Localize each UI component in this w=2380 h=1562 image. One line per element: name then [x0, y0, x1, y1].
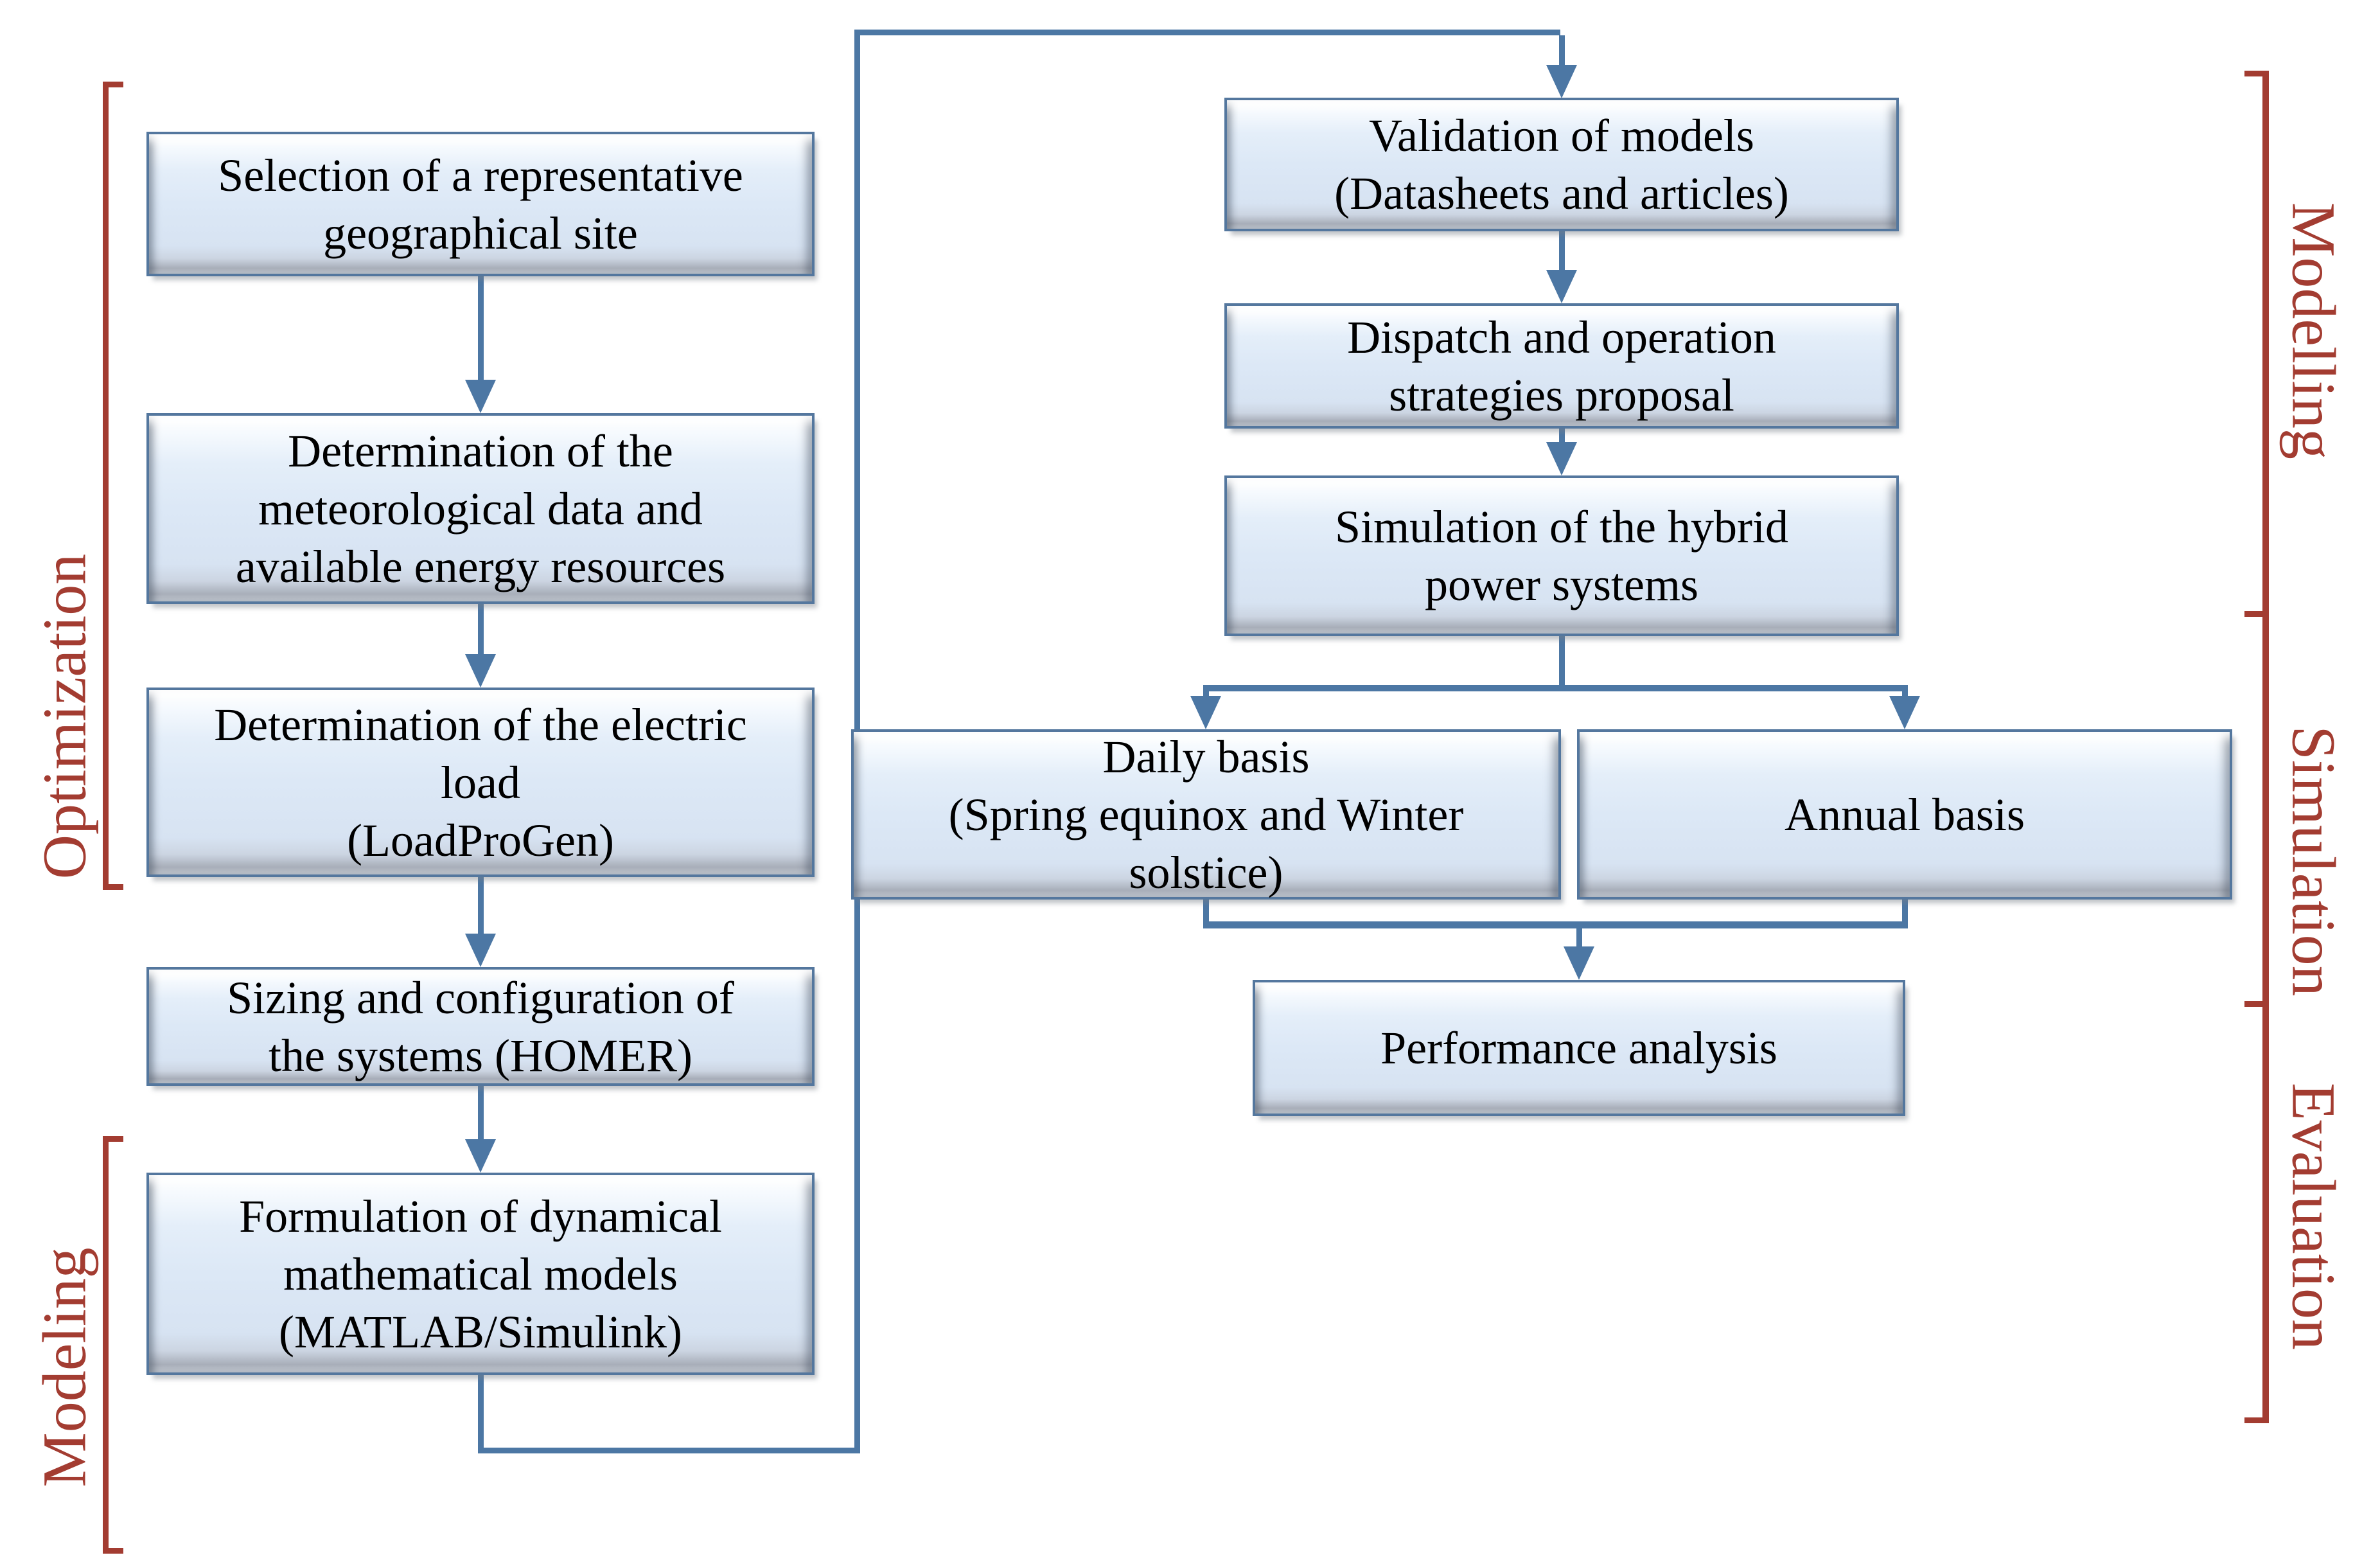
arrowhead-l2-l3 [465, 654, 496, 688]
arrow-shaft-l2-l3 [478, 603, 484, 657]
bracket-modeling-vertical [103, 1136, 109, 1554]
flow-box-sizing-configuration-text: Sizing and configuration of the systems … [227, 972, 734, 1081]
bracket-modeling-tick-bottom [103, 1548, 123, 1554]
arrow-shaft-r1-r2 [1559, 230, 1565, 272]
arrow-shaft-r2-r3 [1559, 427, 1565, 447]
flow-box-validation-models: Validation of models (Datasheets and art… [1224, 98, 1899, 231]
bracket-right-tick-divider-2 [2244, 1001, 2262, 1007]
bracket-optimization-tick-bottom [103, 884, 123, 890]
bracket-right-tick-divider-1 [2244, 611, 2262, 617]
bracket-modeling-label: Modeling [30, 1247, 99, 1487]
connector-top-drop-shaft [1559, 35, 1565, 69]
split-stem [1559, 634, 1565, 688]
flow-box-validation-models-text: Validation of models (Datasheets and art… [1334, 110, 1789, 219]
flow-box-sizing-configuration: Sizing and configuration of the systems … [146, 967, 815, 1086]
arrow-shaft-l3-l4 [478, 876, 484, 936]
arrowhead-into-validation [1546, 65, 1577, 98]
flow-box-dynamical-models: Formulation of dynamical mathematical mo… [146, 1173, 815, 1375]
arrowhead-annual [1889, 696, 1920, 729]
flow-box-selection-site: Selection of a representative geographic… [146, 132, 815, 276]
flow-box-annual-basis-text: Annual basis [1785, 788, 2025, 840]
arrowhead-r1-r2 [1546, 270, 1577, 303]
flow-box-meteorological-data-text: Determination of the meteorological data… [235, 425, 726, 592]
split-branch-right [1902, 690, 1908, 699]
arrowhead-l3-l4 [465, 934, 496, 967]
flow-box-electric-load-text: Determination of the electric load (Load… [214, 698, 747, 866]
merge-stub-right [1902, 898, 1908, 925]
flow-box-dispatch-strategies: Dispatch and operation strategies propos… [1224, 303, 1899, 429]
bracket-modelling-label: Modelling [2279, 202, 2349, 459]
flow-box-daily-basis-text: Daily basis (Spring equinox and Winter s… [948, 731, 1464, 898]
flow-box-performance-analysis: Performance analysis [1253, 980, 1905, 1116]
split-horizontal [1203, 685, 1908, 691]
arrowhead-daily [1190, 696, 1221, 729]
flow-box-simulation-hybrid-text: Simulation of the hybrid power systems [1335, 501, 1788, 610]
connector-bottom-horizontal [478, 1448, 860, 1453]
arrowhead-l1-l2 [465, 380, 496, 413]
flow-box-daily-basis: Daily basis (Spring equinox and Winter s… [851, 729, 1561, 900]
split-branch-left [1203, 690, 1209, 699]
flow-box-selection-site-text: Selection of a representative geographic… [218, 149, 743, 259]
arrow-shaft-l1-l2 [478, 275, 484, 382]
bracket-right-tick-bottom [2244, 1417, 2262, 1423]
bracket-optimization-tick-top [103, 82, 123, 87]
connector-top-horizontal [854, 30, 1560, 35]
flow-box-simulation-hybrid: Simulation of the hybrid power systems [1224, 475, 1899, 636]
bracket-optimization-vertical [103, 82, 109, 890]
flow-box-dynamical-models-text: Formulation of dynamical mathematical mo… [239, 1190, 722, 1358]
merge-drop-shaft [1576, 927, 1582, 949]
bracket-right-vertical [2262, 71, 2269, 1423]
flow-box-performance-analysis-text: Performance analysis [1380, 1022, 1777, 1074]
flow-box-meteorological-data: Determination of the meteorological data… [146, 413, 815, 604]
bracket-right-tick-top [2244, 71, 2262, 76]
bracket-optimization-label: Optimization [30, 553, 99, 880]
arrowhead-performance [1564, 946, 1594, 980]
arrowhead-r2-r3 [1546, 442, 1577, 475]
flow-box-electric-load: Determination of the electric load (Load… [146, 688, 815, 877]
arrow-shaft-l4-l5 [478, 1085, 484, 1142]
flow-box-annual-basis: Annual basis [1577, 729, 2232, 900]
arrowhead-l4-l5 [465, 1139, 496, 1173]
merge-horizontal [1203, 921, 1908, 928]
flow-box-dispatch-strategies-text: Dispatch and operation strategies propos… [1347, 311, 1776, 421]
merge-stub-left [1203, 898, 1209, 925]
connector-l5-down-stub [478, 1372, 484, 1453]
bracket-simulation-label: Simulation [2279, 725, 2349, 997]
bracket-modeling-tick-top [103, 1136, 123, 1142]
bracket-evaluation-label: Evaluation [2279, 1083, 2349, 1350]
